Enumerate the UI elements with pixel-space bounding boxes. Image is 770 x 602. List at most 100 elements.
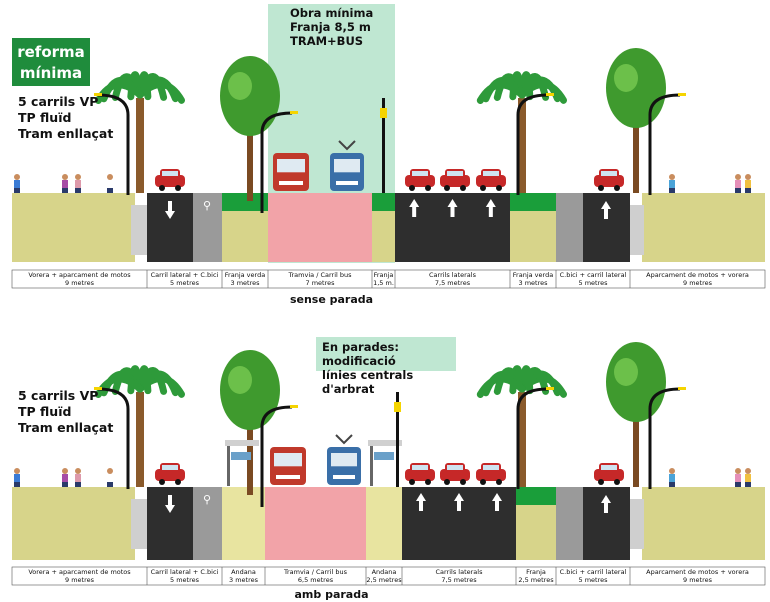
bottom-segment-name-5: Carrils laterals <box>435 568 483 576</box>
top-car-central-3-window <box>483 171 499 176</box>
top-pedestrian-6-torso <box>735 180 741 188</box>
top-tram-windshield <box>334 159 360 173</box>
top-car-central-1-wheel-r <box>425 185 431 191</box>
bottom-car-left-body <box>155 469 185 481</box>
bottom-car-left-wheel-l <box>159 479 165 485</box>
bottom-curb-right <box>630 499 644 549</box>
bottom-pedestrian-2 <box>62 468 68 487</box>
bottom-segment-name-6: Franja <box>526 568 546 576</box>
bottom-segment-name-1: Carril lateral + C.bici <box>150 568 219 576</box>
top-car-central-1-body <box>405 175 435 187</box>
top-segment-width-1: 5 metres <box>170 279 199 287</box>
bottom-lamp-left-arm <box>97 387 130 410</box>
top-segment-name-2: Franja verda <box>224 271 266 279</box>
top-bike-icon-left: ⚲ <box>203 199 211 212</box>
bottom-callout-line-2: línies centrals d'arbrat <box>322 368 414 396</box>
top-summary-line-1: 5 carrils VP <box>18 94 99 109</box>
bottom-segment-name-2: Andana <box>231 568 256 576</box>
bottom-segment-name-3: Tramvia / Carril bus <box>283 568 348 576</box>
bottom-lamp-right <box>648 387 686 489</box>
top-bike-lane-left <box>193 193 222 262</box>
top-car-left-wheel-l <box>159 185 165 191</box>
bottom-tram <box>327 434 361 485</box>
top-grass-right-green <box>510 193 556 211</box>
bottom-arrow-central-2 <box>492 493 502 511</box>
bottom-car-right-window <box>601 465 617 470</box>
reforma-minima-badge: reforma mínima <box>12 38 90 86</box>
bottom-car-right <box>594 463 624 485</box>
top-callout-line-1: Obra mínima <box>290 6 374 20</box>
bottom-car-left-window <box>162 465 178 470</box>
top-grass-right <box>372 193 395 211</box>
bottom-bike-icon-left: ⚲ <box>203 493 211 506</box>
top-bus-bumper <box>279 181 303 185</box>
top-segment-width-3: 7 metres <box>305 279 335 287</box>
bottom-car-central-3-wheel-l <box>480 479 486 485</box>
bottom-lamp-central-right-pole <box>516 409 520 489</box>
top-car-left-body <box>155 175 185 187</box>
bottom-lamp-central-right-lamp <box>546 387 554 390</box>
top-tree-left-trunk <box>247 131 253 201</box>
bottom-tree-right-highlight <box>614 358 638 386</box>
top-segment-width-6: 3 metres <box>518 279 548 287</box>
top-lamp-central-right-arm <box>516 93 549 116</box>
bottom-pedestrian-1-legs <box>14 482 20 487</box>
bottom-palm-left-trunk <box>136 392 144 487</box>
bottom-curb-left <box>131 499 147 549</box>
bottom-pedestrian-3-legs <box>75 482 81 487</box>
bottom-pedestrian-4-legs <box>107 482 113 487</box>
bottom-car-central-1-window <box>412 465 428 470</box>
bottom-car-central-1-body <box>405 469 435 481</box>
top-segment-width-7: 5 metres <box>578 279 608 287</box>
bottom-pedestrian-1-head <box>14 468 20 474</box>
bottom-tram-bumper <box>333 475 355 479</box>
bottom-tree-left-crown <box>220 350 280 430</box>
bottom-tram-windshield <box>331 453 357 467</box>
bottom-traffic-signal-pole <box>396 392 399 487</box>
top-pedestrian-2-torso <box>62 180 68 188</box>
bottom-car-central-2-body <box>440 469 470 481</box>
bottom-bike-lane-left <box>193 487 222 560</box>
top-pedestrian-7-legs <box>745 188 751 193</box>
bottom-pedestrian-7-torso <box>745 474 751 482</box>
top-traffic-signal-pole <box>382 98 385 193</box>
top-tram-pantograph <box>338 140 356 151</box>
bottom-pedestrian-4 <box>107 468 113 487</box>
bottom-car-right-body <box>594 469 624 481</box>
bottom-palm-left <box>94 365 185 487</box>
top-pedestrian-2 <box>62 174 68 193</box>
bottom-lamp-central-right-arm <box>516 387 549 410</box>
bottom-callout: En parades: modificació línies centrals … <box>316 337 456 396</box>
top-pedestrian-2-legs <box>62 188 68 193</box>
bottom-arrow-right-lane <box>601 495 611 513</box>
top-tram <box>330 140 364 191</box>
bottom-car-central-1-wheel-r <box>425 479 431 485</box>
bottom-segment-width-6: 2,5 metres <box>518 576 554 584</box>
top-segment-width-2: 3 metres <box>230 279 260 287</box>
bottom-car-right-wheel-l <box>598 479 604 485</box>
bottom-segment-width-7: 5 metres <box>578 576 608 584</box>
bottom-grass-right-green <box>516 487 556 505</box>
top-lamp-left <box>94 93 130 195</box>
top-pedestrian-6-head <box>735 174 741 180</box>
bottom-lamp-right-pole <box>648 409 652 489</box>
top-car-central-3-wheel-r <box>496 185 502 191</box>
bottom-tree-right-trunk <box>633 417 639 487</box>
top-pedestrian-5 <box>669 174 675 193</box>
bottom-segment-width-3: 6,5 metres <box>297 576 334 584</box>
bottom-pedestrian-6-legs <box>735 482 741 487</box>
top-pedestrian-4-head <box>107 174 113 180</box>
bottom-bike-lane-right <box>556 487 583 560</box>
bottom-pedestrian-3-head <box>75 468 81 474</box>
top-car-right-window <box>601 171 617 176</box>
bottom-lamp-central-right <box>516 387 554 489</box>
bottom-car-central-1-wheel-l <box>409 479 415 485</box>
